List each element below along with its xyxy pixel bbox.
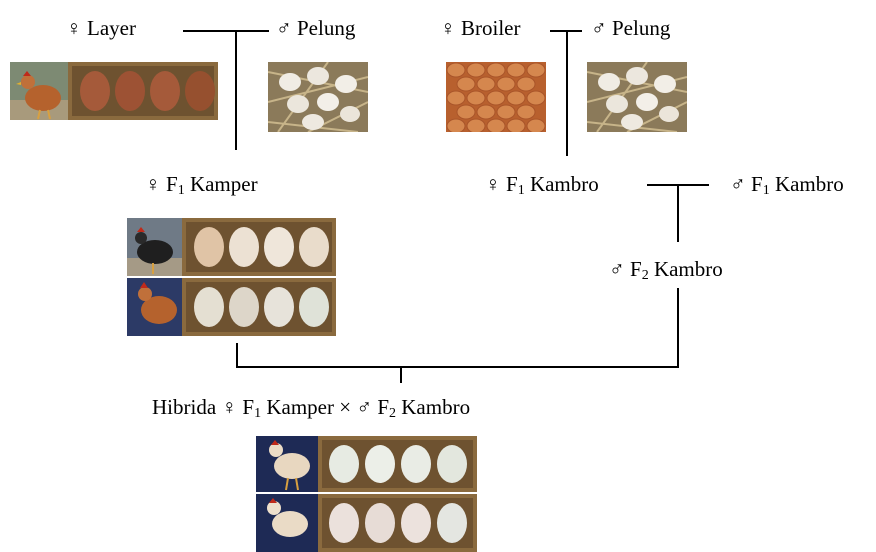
label-broiler: ♀ Broiler	[440, 18, 520, 39]
broiler-name: Broiler	[461, 16, 520, 40]
female-symbol: ♀	[221, 395, 237, 419]
generation-prefix: F	[166, 172, 178, 196]
generation-number: 1	[178, 183, 185, 198]
broiler-eggs-photo	[446, 62, 546, 132]
label-f1-kamper: ♀ F1 Kamper	[145, 174, 258, 195]
generation-number: 2	[389, 406, 396, 421]
female-symbol: ♀	[440, 16, 456, 40]
generation-prefix: F	[242, 395, 254, 419]
label-hybrid: Hibrida ♀ F1 Kamper × ♂ F2 Kambro	[152, 397, 470, 418]
label-f1-kambro-male: ♂ F1 Kambro	[730, 174, 844, 195]
connector-to-f1-kamper	[235, 30, 237, 150]
connector-to-f1-kambro	[566, 30, 568, 156]
generation-prefix: F	[630, 257, 642, 281]
generation-number: 1	[763, 183, 770, 198]
pelung-eggs-photo-2	[587, 62, 687, 132]
pelung-eggs-photo-1	[268, 62, 368, 132]
f1-kamper-photo	[127, 218, 336, 336]
male-symbol: ♂	[730, 172, 746, 196]
connector-to-hybrid	[400, 366, 402, 383]
kambro-name: Kambro	[530, 172, 599, 196]
label-pelung-2: ♂ Pelung	[591, 18, 670, 39]
connector-layer-pelung	[183, 30, 269, 32]
male-symbol: ♂	[591, 16, 607, 40]
kamper-name: Kamper	[190, 172, 258, 196]
generation-prefix: F	[506, 172, 518, 196]
kambro-name: Kambro	[401, 395, 470, 419]
layer-name: Layer	[87, 16, 136, 40]
connector-to-f2-kambro	[677, 184, 679, 242]
pelung-name: Pelung	[612, 16, 670, 40]
male-symbol: ♂	[356, 395, 372, 419]
layer-photo	[10, 62, 218, 120]
pelung-name: Pelung	[297, 16, 355, 40]
male-symbol: ♂	[609, 257, 625, 281]
female-symbol: ♀	[485, 172, 501, 196]
generation-prefix: F	[377, 395, 389, 419]
kamper-name: Kamper	[266, 395, 334, 419]
connector-final-cross	[236, 366, 679, 368]
label-f1-kambro-female: ♀ F1 Kambro	[485, 174, 599, 195]
connector-f2-kambro-down	[677, 288, 679, 367]
kambro-name: Kambro	[775, 172, 844, 196]
hybrid-photo	[256, 436, 477, 552]
label-pelung-1: ♂ Pelung	[276, 18, 355, 39]
generation-prefix: F	[751, 172, 763, 196]
label-layer: ♀ Layer	[66, 18, 136, 39]
generation-number: 1	[518, 183, 525, 198]
cross-symbol: ×	[339, 395, 351, 419]
label-f2-kambro: ♂ F2 Kambro	[609, 259, 723, 280]
connector-f1-kamper-down	[236, 343, 238, 367]
generation-number: 2	[642, 268, 649, 283]
female-symbol: ♀	[145, 172, 161, 196]
kambro-name: Kambro	[654, 257, 723, 281]
male-symbol: ♂	[276, 16, 292, 40]
female-symbol: ♀	[66, 16, 82, 40]
hybrid-word: Hibrida	[152, 395, 216, 419]
generation-number: 1	[254, 406, 261, 421]
